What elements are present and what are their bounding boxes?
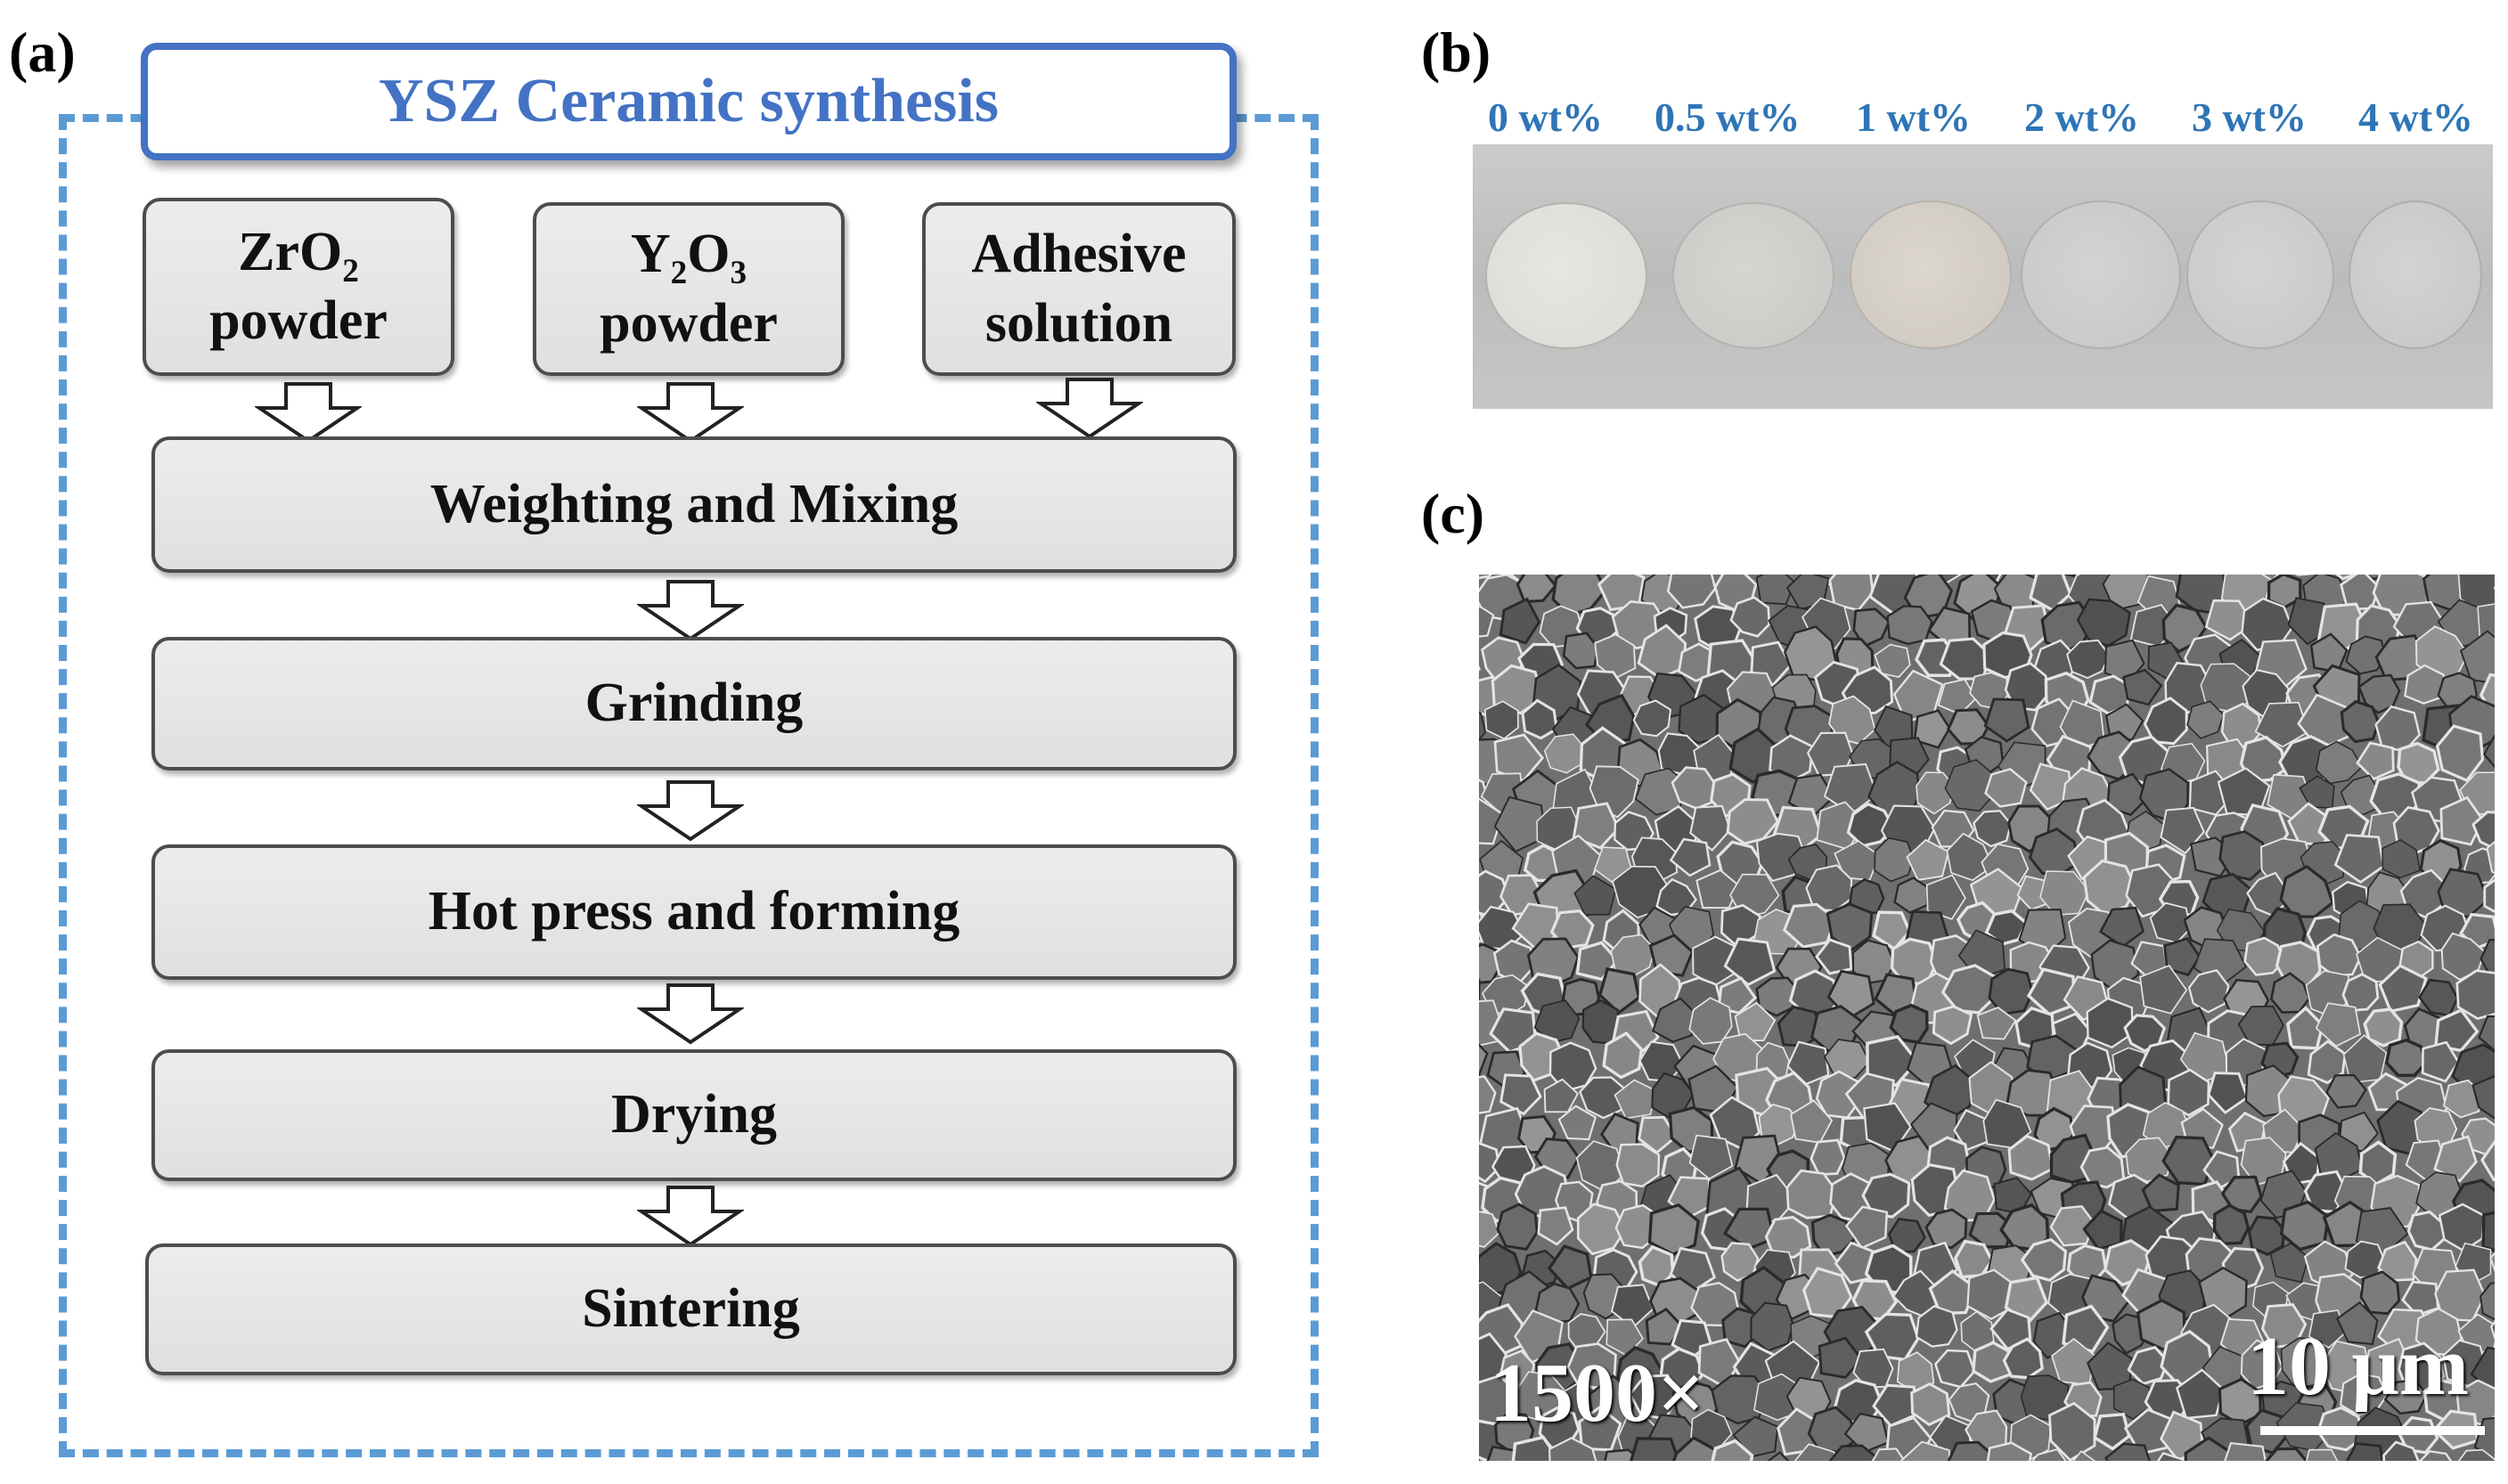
ratio-label: 2 wt% <box>2024 94 2140 140</box>
adhesive-solution-box: Adhesive solution <box>922 202 1236 376</box>
pellet-sample <box>1850 200 2012 349</box>
pellet-photo <box>1473 144 2493 409</box>
down-arrow-icon <box>255 382 362 444</box>
pellet-sample <box>2186 200 2334 349</box>
step-weighting-mixing: Weighting and Mixing <box>151 436 1237 573</box>
step-drying: Drying <box>151 1049 1237 1181</box>
step-sintering: Sintering <box>145 1243 1237 1375</box>
ratio-label: 4 wt% <box>2358 94 2474 140</box>
adhesive-line1: Adhesive <box>971 224 1187 284</box>
zro2-powder-label: powder <box>209 290 388 351</box>
panel-a-label: (a) <box>9 20 76 84</box>
ratio-label: 0.5 wt% <box>1654 94 1801 140</box>
down-arrow-icon <box>637 983 744 1045</box>
step-label: Weighting and Mixing <box>429 473 959 534</box>
down-arrow-icon <box>1036 378 1143 439</box>
panel-b-label: (b) <box>1421 20 1491 84</box>
y2o3-powder-box: Y2O3 powder <box>533 202 845 376</box>
down-arrow-icon <box>637 780 744 842</box>
sem-micrograph <box>1479 575 2495 1461</box>
scale-bar <box>2260 1426 2485 1435</box>
zro2-formula: ZrO2 <box>238 221 359 289</box>
pellet-sample <box>2021 200 2181 349</box>
adhesive-line2: solution <box>984 292 1173 354</box>
step-label: Grinding <box>584 673 804 734</box>
pellet-sample <box>2349 200 2482 349</box>
step-label: Drying <box>611 1084 777 1146</box>
grain-texture <box>1479 575 2495 1461</box>
zro2-powder-box: ZrO2 powder <box>143 198 454 376</box>
synthesis-title: YSZ Ceramic synthesis <box>378 67 1000 135</box>
down-arrow-icon <box>637 580 744 641</box>
ratio-label: 1 wt% <box>1856 94 1972 140</box>
step-label: Hot press and forming <box>428 881 960 942</box>
pellet-sample <box>1672 202 1834 349</box>
y2o3-powder-label: powder <box>600 292 778 354</box>
magnification-label: 1500× <box>1490 1347 1705 1439</box>
step-label: Sintering <box>582 1278 800 1340</box>
down-arrow-icon <box>637 382 744 444</box>
y2o3-formula: Y2O3 <box>630 224 747 292</box>
panel-c-label: (c) <box>1421 482 1485 545</box>
ratio-label: 3 wt% <box>2192 94 2308 140</box>
scale-bar-label: 10 μm <box>2247 1320 2470 1413</box>
ratio-label: 0 wt% <box>1488 94 1604 140</box>
synthesis-title-box: YSZ Ceramic synthesis <box>141 43 1237 160</box>
step-grinding: Grinding <box>151 637 1237 771</box>
pellet-sample <box>1485 202 1647 349</box>
step-hot-press-forming: Hot press and forming <box>151 844 1237 980</box>
down-arrow-icon <box>637 1186 744 1247</box>
